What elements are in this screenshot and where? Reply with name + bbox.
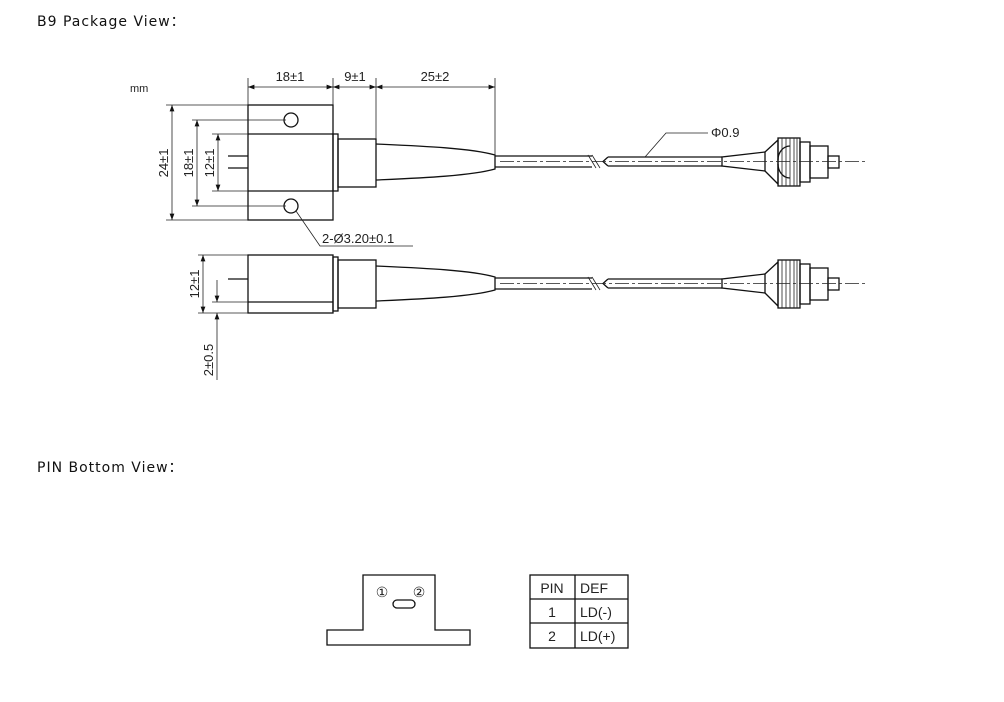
ferrule xyxy=(827,155,840,169)
unit-label: mm xyxy=(130,83,148,95)
dim-boot-length: 25±2 xyxy=(421,69,450,84)
dim-pin-offset: 2±0.5 xyxy=(201,344,216,376)
pin-table: PIN DEF 1 LD(-) 2 LD(+) xyxy=(529,574,629,649)
pin1-marker: ① xyxy=(376,584,389,600)
table-header-def: DEF xyxy=(580,580,608,596)
table-cell-def: LD(-) xyxy=(580,604,612,620)
table-header-pin: PIN xyxy=(540,580,563,596)
top-view: 18±1 9±1 25±2 24±1 18±1 12±1 2-Ø3.20±0.1… xyxy=(156,69,868,247)
side-view: 12±1 2±0.5 xyxy=(187,254,868,380)
table-cell-pin: 2 xyxy=(548,628,556,644)
mount-hole xyxy=(283,112,299,128)
pin-bottom-drawing: ① ② xyxy=(326,574,471,646)
dim-center-height: 12±1 xyxy=(202,149,217,178)
dim-side-height: 12±1 xyxy=(187,270,202,299)
strain-relief-boot xyxy=(375,143,496,181)
dim-hole-spacing: 18±1 xyxy=(181,149,196,178)
mount-hole xyxy=(283,198,299,214)
dim-total-height: 24±1 xyxy=(156,149,171,178)
dim-body-length: 18±1 xyxy=(276,69,305,84)
table-cell-pin: 1 xyxy=(548,604,556,620)
body-housing xyxy=(247,104,334,221)
table-cell-def: LD(+) xyxy=(580,628,615,644)
pin-bottom-view-title: PIN Bottom View： xyxy=(37,460,184,476)
pin2-marker: ② xyxy=(413,584,426,600)
dim-hole-diameter: 2-Ø3.20±0.1 xyxy=(322,231,394,246)
package-view-title: B9 Package View： xyxy=(37,14,186,30)
dim-flange-length: 9±1 xyxy=(344,69,366,84)
dim-fiber-diameter: Φ0.9 xyxy=(711,125,739,140)
flange xyxy=(337,138,377,188)
